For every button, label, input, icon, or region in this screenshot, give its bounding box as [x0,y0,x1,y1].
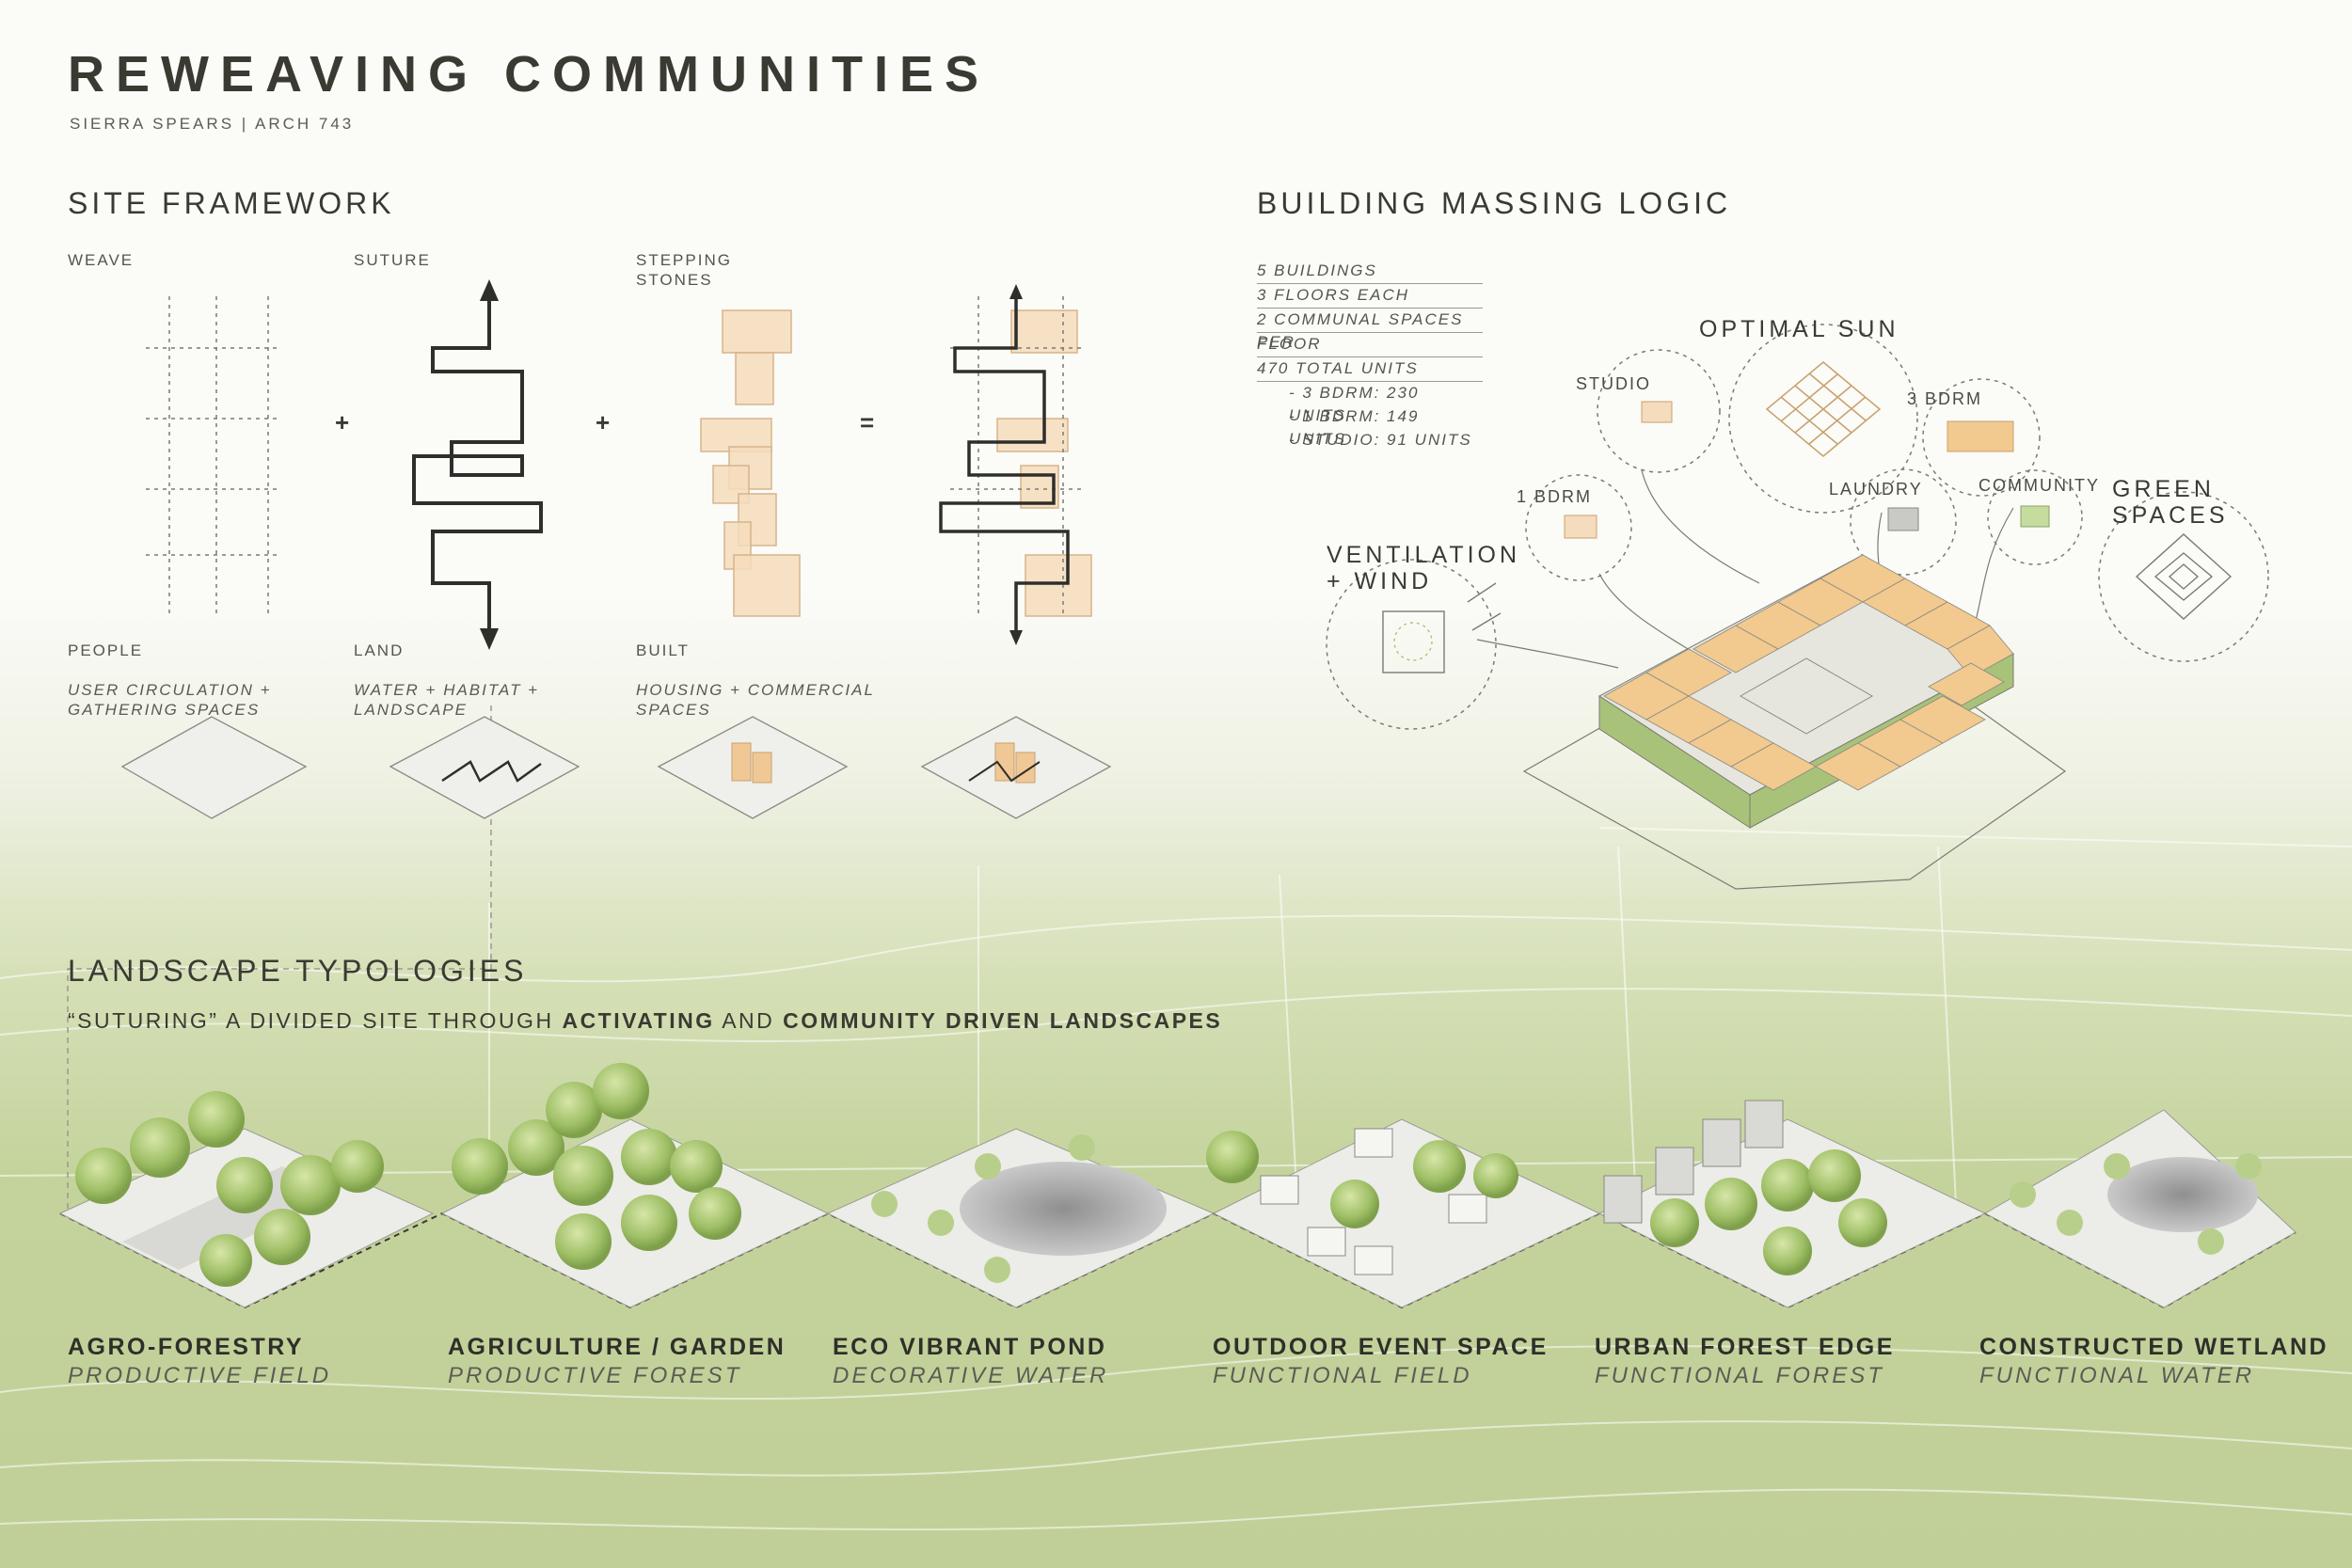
typology-urban-forest: URBAN FOREST EDGE FUNCTIONAL FOREST [1595,1334,1895,1389]
landscape-tagline: “SUTURING” A DIVIDED SITE THROUGH ACTIVA… [68,1008,1222,1034]
studio-label: STUDIO [1576,374,1652,393]
typology-agro-forestry: AGRO-FORESTRY PRODUCTIVE FIELD [68,1334,331,1389]
laundry-label: LAUNDRY [1829,480,1923,499]
people-desc: USER CIRCULATION + GATHERING SPACES [68,681,272,719]
typology-name: AGRO-FORESTRY [68,1334,305,1360]
people-label: PEOPLE [68,641,144,659]
massing-heading: BUILDING MASSING LOGIC [1257,186,1732,220]
typology-sub: FUNCTIONAL FOREST [1595,1363,1884,1388]
unit-3bdrm: - 3 BDRM: 230 UNITS [1289,384,1420,424]
unit-1bdrm: - 1 BDRM: 149 UNITS [1289,407,1420,448]
equals-operator: = [860,408,875,436]
tagline-pre: “SUTURING” A DIVIDED SITE THROUGH [68,1008,554,1033]
ventilation-label: VENTILATION + WIND [1327,542,1521,594]
suture-label: SUTURE [354,251,431,269]
typology-name: ECO VIBRANT POND [833,1334,1107,1360]
community-label: COMMUNITY [1979,476,2100,495]
stat-total: 470 TOTAL UNITS [1257,357,1483,382]
stat-floor: FLOOR [1257,333,1483,357]
3bdrm-label: 3 BDRM [1907,389,1983,408]
site-framework-heading: SITE FRAMEWORK [68,186,395,220]
1bdrm-label: 1 BDRM [1517,487,1593,506]
stat-communal: 2 COMMUNAL SPACES PER [1257,309,1483,351]
typology-name: CONSTRUCTED WETLAND [1979,1334,2329,1360]
typology-agriculture: AGRICULTURE / GARDEN PRODUCTIVE FOREST [448,1334,786,1389]
tagline-community: COMMUNITY DRIVEN LANDSCAPES [783,1008,1223,1033]
typology-event-space: OUTDOOR EVENT SPACE FUNCTIONAL FIELD [1213,1334,1549,1389]
typology-eco-pond: ECO VIBRANT POND DECORATIVE WATER [833,1334,1108,1389]
plus-operator-2: + [596,408,611,436]
green-spaces-label: GREEN SPACES [2112,476,2229,529]
typology-sub: PRODUCTIVE FOREST [448,1363,742,1388]
typology-sub: DECORATIVE WATER [833,1363,1109,1388]
page-title: REWEAVING COMMUNITIES [68,46,990,103]
stat-buildings: 5 BUILDINGS [1257,260,1483,284]
typology-name: OUTDOOR EVENT SPACE [1213,1334,1549,1360]
unit-studio: - STUDIO: 91 UNITS [1289,431,1472,449]
land-desc: WATER + HABITAT + LANDSCAPE [354,681,540,719]
stat-floors: 3 FLOORS EACH [1257,284,1483,309]
typology-sub: FUNCTIONAL WATER [1979,1363,2255,1388]
landscape-heading: LANDSCAPE TYPOLOGIES [68,954,528,988]
weave-label: WEAVE [68,251,135,269]
typology-wetland: CONSTRUCTED WETLAND FUNCTIONAL WATER [1979,1334,2328,1389]
land-label: LAND [354,641,405,659]
typology-sub: FUNCTIONAL FIELD [1213,1363,1472,1388]
massing-stats: 5 BUILDINGS 3 FLOORS EACH 2 COMMUNAL SPA… [1257,260,1483,452]
page-subtitle: SIERRA SPEARS | ARCH 743 [70,115,355,133]
dashed-link [67,705,492,1213]
typology-sub: PRODUCTIVE FIELD [68,1363,332,1388]
typology-zigzag [59,1212,2296,1309]
plus-operator-1: + [335,408,350,436]
typology-name: AGRICULTURE / GARDEN [448,1334,787,1360]
tagline-and: AND [722,1008,775,1033]
contour-lines [0,827,2352,1531]
stepping-stones-label: STEPPING STONES [636,251,732,289]
tagline-activating: ACTIVATING [562,1008,715,1033]
built-desc: HOUSING + COMMERCIAL SPACES [636,681,875,719]
typology-name: URBAN FOREST EDGE [1595,1334,1895,1360]
built-label: BUILT [636,641,690,659]
optimal-sun-label: OPTIMAL SUN [1699,316,1899,342]
